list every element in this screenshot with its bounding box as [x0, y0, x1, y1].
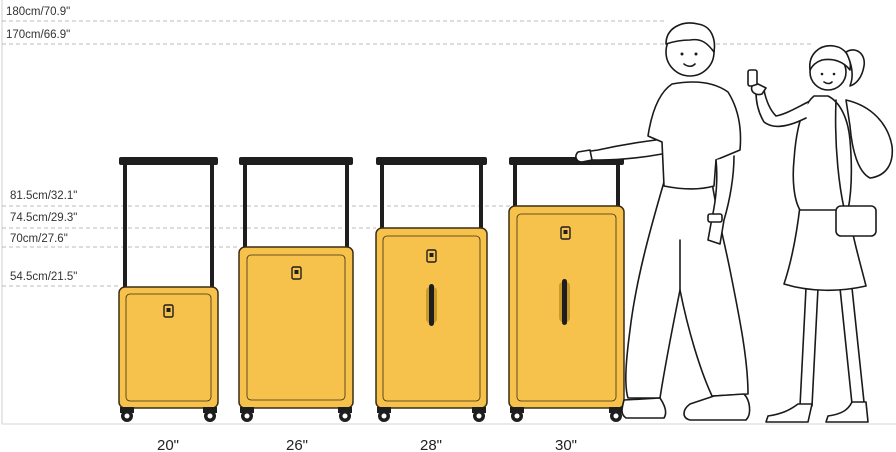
- lock-icon: [163, 304, 174, 318]
- wheels: [377, 407, 486, 422]
- height-label: 54.5cm/21.5": [10, 271, 77, 283]
- size-label: 20": [157, 437, 179, 452]
- height-label: 170cm/66.9": [6, 29, 70, 41]
- woman-figure: [747, 45, 894, 423]
- suitcase-30: 30": [508, 157, 625, 452]
- wheels: [120, 407, 217, 422]
- telescopic-handle: [376, 157, 487, 230]
- height-label: 70cm/27.6": [10, 233, 68, 245]
- phone-icon: [747, 69, 758, 87]
- height-marker-81-5: 81.5cm/32.1": [2, 190, 510, 207]
- telescopic-handle: [509, 157, 624, 208]
- height-marker-74-5: 74.5cm/29.3": [2, 212, 376, 229]
- side-handle: [559, 279, 570, 325]
- suitcase-body: [238, 246, 354, 409]
- size-label: 30": [555, 437, 577, 452]
- lock-icon: [560, 226, 571, 240]
- man-figure: [575, 22, 751, 421]
- suitcase-26: 26": [238, 157, 354, 452]
- suitcase-20: 20": [118, 157, 219, 452]
- size-label: 26": [286, 437, 308, 452]
- height-marker-54-5: 54.5cm/21.5": [2, 271, 120, 287]
- lock-icon: [291, 266, 302, 280]
- size-label: 28": [420, 437, 442, 452]
- height-marker-70: 70cm/27.6": [2, 233, 240, 248]
- telescopic-handle: [239, 157, 353, 249]
- height-label: 180cm/70.9": [6, 6, 70, 18]
- side-handle: [426, 284, 437, 326]
- suitcase-body: [118, 286, 219, 409]
- height-marker-180: 180cm/70.9": [2, 6, 664, 22]
- telescopic-handle: [119, 157, 218, 288]
- suitcase-28: 28": [375, 157, 488, 452]
- lock-icon: [426, 249, 437, 263]
- wheels: [510, 407, 623, 422]
- height-label: 74.5cm/29.3": [10, 212, 77, 224]
- wheels: [240, 407, 352, 422]
- height-label: 81.5cm/32.1": [10, 190, 77, 202]
